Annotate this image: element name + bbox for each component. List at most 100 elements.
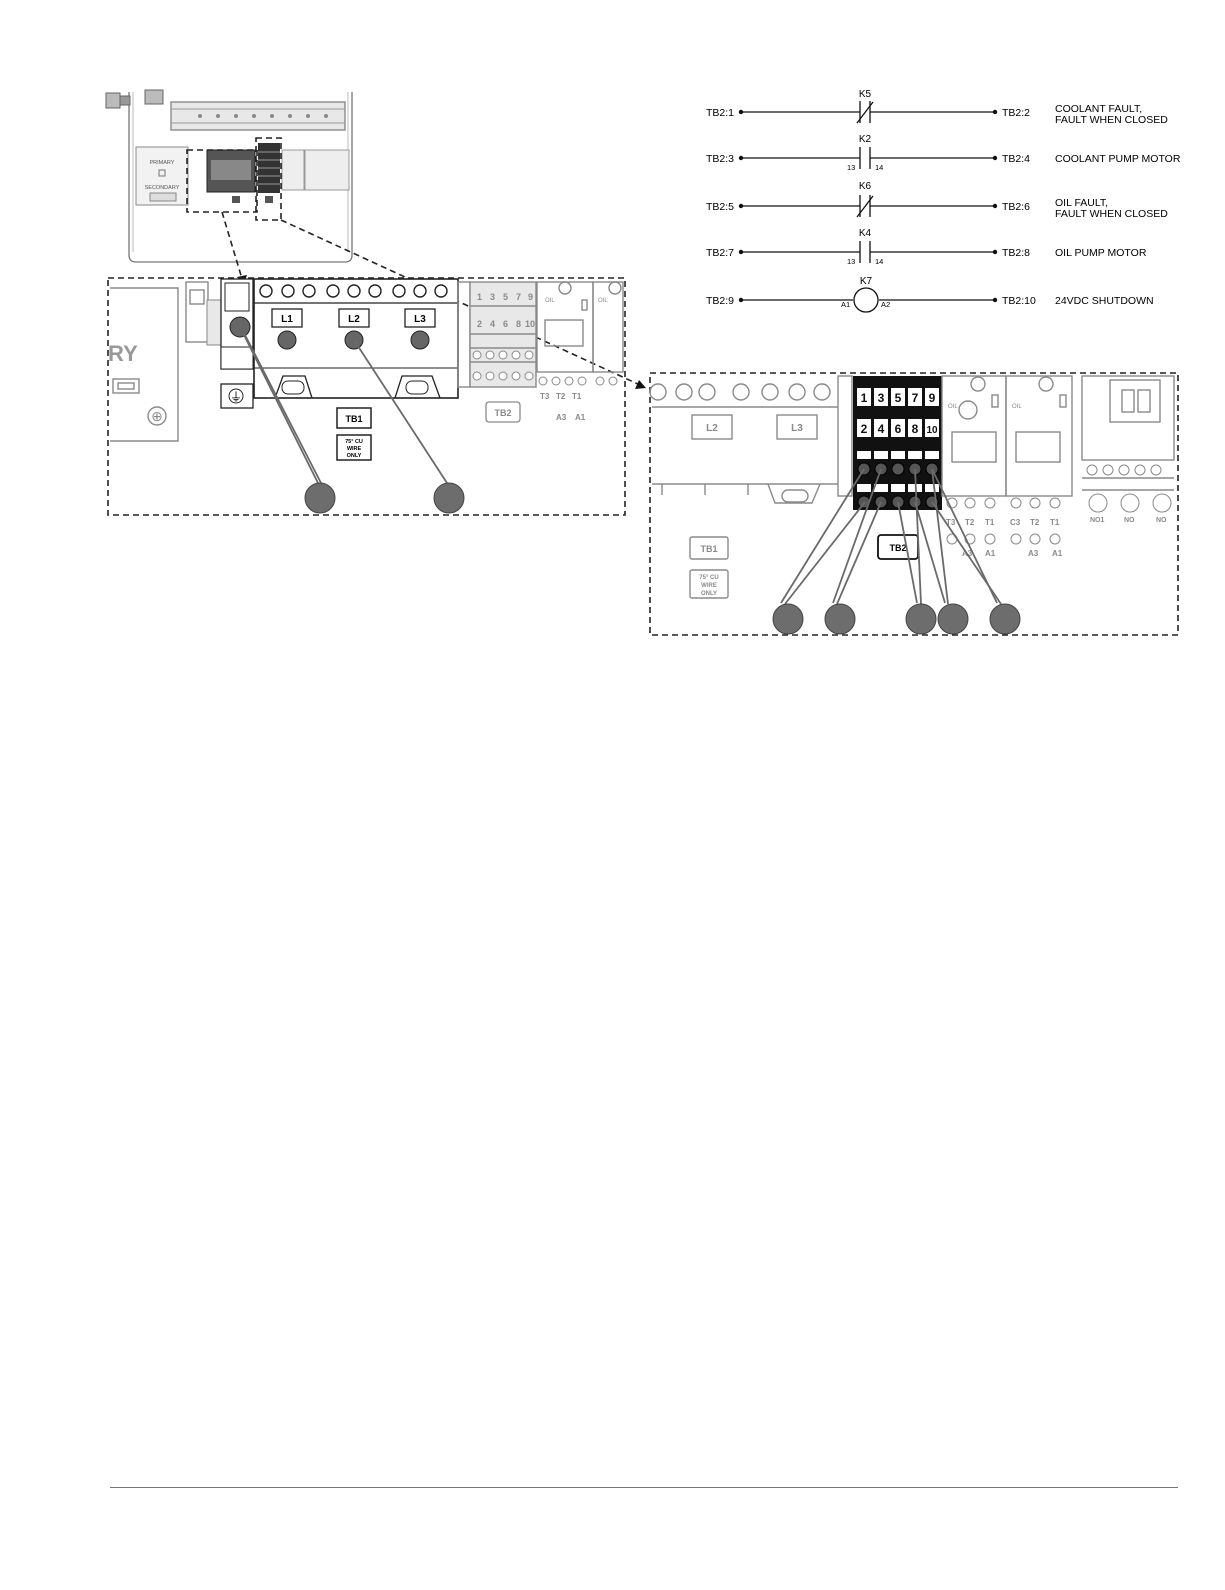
d2-aux-label-2: NO [1124, 517, 1135, 524]
row4-left-label: TB2:7 [706, 247, 734, 259]
enclosure-overview: PRIMARY SECONDARY [105, 89, 646, 389]
row2-device: K2 [859, 134, 872, 145]
detail-1-cu-line1: 75° CU [345, 439, 363, 445]
detail-2-cu-line2: WIRE [701, 583, 717, 589]
d2-tb2-top-5: 5 [895, 391, 902, 405]
d1-oil-label-1: OIL [545, 298, 555, 304]
d2-aux-label-3: NO [1156, 517, 1167, 524]
row5-pin-b: A2 [881, 300, 890, 309]
detail-view-1: RY ⊕ ⏚ L1 L2 L3 [107, 277, 626, 516]
detail-1-terminal-l1: L1 [281, 314, 293, 325]
d2-tb2-bot-6: 6 [895, 422, 902, 436]
schematic-row-4: TB2:7 K4 13 14 TB2:8 OIL PUMP MOTOR [706, 228, 1147, 266]
d2-tb2-bot-2: 2 [861, 422, 868, 436]
detail-1-terminal-l2: L2 [348, 314, 360, 325]
d2-tb2-bot-8: 8 [912, 422, 919, 436]
row5-desc-1: 24VDC SHUTDOWN [1055, 295, 1154, 307]
callout-7 [989, 603, 1021, 635]
row1-desc-2: FAULT WHEN CLOSED [1055, 114, 1168, 126]
d2-relay-c-a1: A1 [985, 549, 996, 558]
row4-device: K4 [859, 228, 872, 239]
callout-3 [772, 603, 804, 635]
callout-5 [905, 603, 937, 635]
row5-pin-a: A1 [841, 300, 850, 309]
d2-relay-d-a3: A3 [1028, 549, 1039, 558]
d2-relay-d-a1: A1 [1052, 549, 1063, 558]
row4-right-label: TB2:8 [1002, 247, 1030, 259]
row3-left-label: TB2:5 [706, 201, 734, 213]
row5-left-label: TB2:9 [706, 295, 734, 307]
d2-relay-a-t3: T3 [946, 518, 956, 527]
d2-aux-label-1: NO1 [1090, 517, 1105, 524]
ground-icon: ⏚ [230, 390, 242, 404]
d2-relay-b-t2: T2 [1030, 518, 1040, 527]
d2-tb2-bot-4: 4 [878, 422, 885, 436]
d1-relay-a3: A3 [556, 413, 567, 422]
overview-secondary-label: SECONDARY [145, 185, 180, 191]
d2-oil-label-2: OIL [1012, 404, 1022, 410]
detail-2-cu-line3: ONLY [701, 591, 717, 597]
row3-desc-2: FAULT WHEN CLOSED [1055, 208, 1168, 220]
d1-tb2-top-7: 7 [516, 292, 521, 302]
d1-tb2-bot-8: 8 [516, 319, 521, 329]
d1-tb2-top-9: 9 [528, 292, 533, 302]
detail-1-frame [107, 277, 626, 516]
row2-pin-b: 14 [875, 163, 883, 172]
schematic-row-5: TB2:9 K7 A1 A2 TB2:10 24VDC SHUTDOWN [706, 276, 1154, 313]
callout-6 [937, 603, 969, 635]
footer-rule [110, 1487, 1178, 1488]
callout-2 [433, 482, 465, 514]
d1-relay-t1: T1 [572, 392, 582, 401]
row1-desc-1: COOLANT FAULT, [1055, 103, 1142, 115]
overview-primary-label: PRIMARY [150, 160, 175, 166]
detail-1-screw-icon: ⊕ [151, 408, 163, 424]
callout-1 [304, 482, 336, 514]
d2-relay-a-t2: T2 [965, 518, 975, 527]
row2-left-label: TB2:3 [706, 153, 734, 165]
detail-1-cu-line2: WIRE [347, 446, 362, 452]
d1-oil-label-2: OIL [598, 298, 608, 304]
d2-relay-a-t1: T1 [985, 518, 995, 527]
detail-2-tb2-label: TB2 [889, 543, 906, 553]
schematic-row-3: TB2:5 K6 TB2:6 OIL FAULT, FAULT WHEN CLO… [706, 181, 1168, 220]
row3-device: K6 [859, 181, 872, 192]
row5-right-label: TB2:10 [1002, 295, 1036, 307]
d2-tb2-top-7: 7 [912, 391, 919, 405]
d1-tb2-top-1: 1 [477, 292, 482, 302]
detail-2-cu-line1: 75° CU [699, 575, 718, 581]
detail-1-tb2-label: TB2 [494, 408, 511, 418]
detail-2-frame [649, 372, 1179, 636]
d2-tb2-top-3: 3 [878, 391, 885, 405]
d2-relay-b-t1: T1 [1050, 518, 1060, 527]
schematic-row-1: TB2:1 K5 TB2:2 COOLANT FAULT, FAULT WHEN… [706, 89, 1168, 126]
row4-desc-1: OIL PUMP MOTOR [1055, 247, 1147, 259]
schematic: TB2:1 K5 TB2:2 COOLANT FAULT, FAULT WHEN… [706, 89, 1181, 313]
d1-tb2-bot-6: 6 [503, 319, 508, 329]
detail-1-terminal-l3: L3 [414, 314, 426, 325]
d2-tb2-bot-10: 10 [926, 425, 938, 436]
d2-tb2-top-9: 9 [929, 391, 936, 405]
d2-relay-b-c3: C3 [1010, 518, 1021, 527]
d1-relay-a1: A1 [575, 413, 586, 422]
d1-tb2-bot-4: 4 [490, 319, 495, 329]
row3-right-label: TB2:6 [1002, 201, 1030, 213]
row2-desc-1: COOLANT PUMP MOTOR [1055, 153, 1181, 165]
d1-tb2-bot-10: 10 [525, 319, 535, 329]
detail-2-tb1-label: TB1 [700, 544, 717, 554]
d2-tb2-top-1: 1 [861, 391, 868, 405]
detail-1-cu-line3: ONLY [347, 453, 362, 459]
schematic-row-2: TB2:3 K2 13 14 TB2:4 COOLANT PUMP MOTOR [706, 134, 1181, 172]
d1-relay-t3: T3 [540, 392, 550, 401]
row2-pin-a: 13 [847, 163, 855, 172]
d2-oil-label-1: OIL [948, 404, 958, 410]
callout-4 [824, 603, 856, 635]
d1-tb2-top-5: 5 [503, 292, 508, 302]
row4-pin-b: 14 [875, 257, 883, 266]
d1-tb2-bot-2: 2 [477, 319, 482, 329]
row1-right-label: TB2:2 [1002, 107, 1030, 119]
detail-2-terminal-l3: L3 [791, 423, 803, 434]
row2-right-label: TB2:4 [1002, 153, 1030, 165]
d1-relay-t2: T2 [556, 392, 566, 401]
